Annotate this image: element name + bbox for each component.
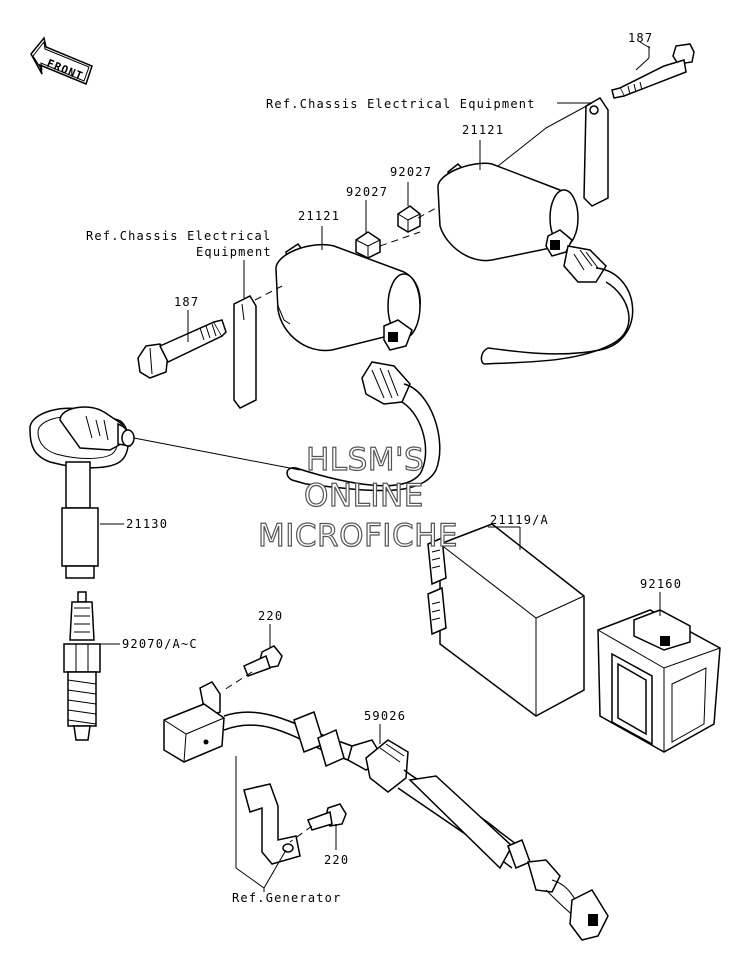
- igniter-box: [427, 523, 585, 717]
- ignition-coil-left: [275, 242, 441, 492]
- igniter-holder: [597, 609, 721, 753]
- watermark: HLSM'S ONLINE MICROFICHE: [257, 441, 458, 554]
- generator-bracket: [243, 783, 301, 865]
- label-21119: 21119/A: [490, 513, 549, 527]
- label-59026: 59026: [364, 709, 406, 723]
- spark-plug: [63, 591, 101, 741]
- leader-lines: [96, 46, 661, 892]
- screw-220-top: [243, 645, 283, 677]
- label-92160: 92160: [640, 577, 682, 591]
- bracket-left: [233, 295, 257, 409]
- label-21130: 21130: [126, 517, 168, 531]
- label-220-top: 220: [258, 609, 283, 623]
- label-ref-generator: Ref.Generator: [232, 891, 342, 905]
- pickup-coil: [163, 681, 609, 941]
- bolt-187-top: [611, 43, 695, 99]
- spark-plug-cap: [29, 406, 135, 579]
- label-21121-left: 21121: [298, 209, 340, 223]
- label-92070: 92070/A~C: [122, 637, 198, 651]
- watermark-line-3: MICROFICHE: [258, 518, 458, 554]
- ignition-coil-right: [437, 162, 634, 365]
- label-220-bottom: 220: [324, 853, 349, 867]
- screw-220-bottom: [307, 803, 347, 831]
- label-187-top: 187: [628, 31, 653, 45]
- front-arrow-icon: FRONT: [30, 36, 93, 86]
- watermark-line-2: ONLINE: [304, 478, 424, 514]
- label-187-left: 187: [174, 295, 199, 309]
- label-21121-right: 21121: [462, 123, 504, 137]
- bracket-right: [583, 97, 609, 207]
- label-ref-chassis-2a: Ref.Chassis Electrical: [86, 229, 271, 243]
- label-ref-chassis-2b: Equipment: [196, 245, 272, 259]
- bolt-187-left: [137, 319, 227, 379]
- label-92027-left: 92027: [346, 185, 388, 199]
- label-92027-right: 92027: [390, 165, 432, 179]
- watermark-line-1: HLSM'S: [306, 442, 424, 478]
- label-ref-chassis-1: Ref.Chassis Electrical Equipment: [266, 97, 536, 111]
- part-labels: 187 Ref.Chassis Electrical Equipment 211…: [86, 31, 682, 905]
